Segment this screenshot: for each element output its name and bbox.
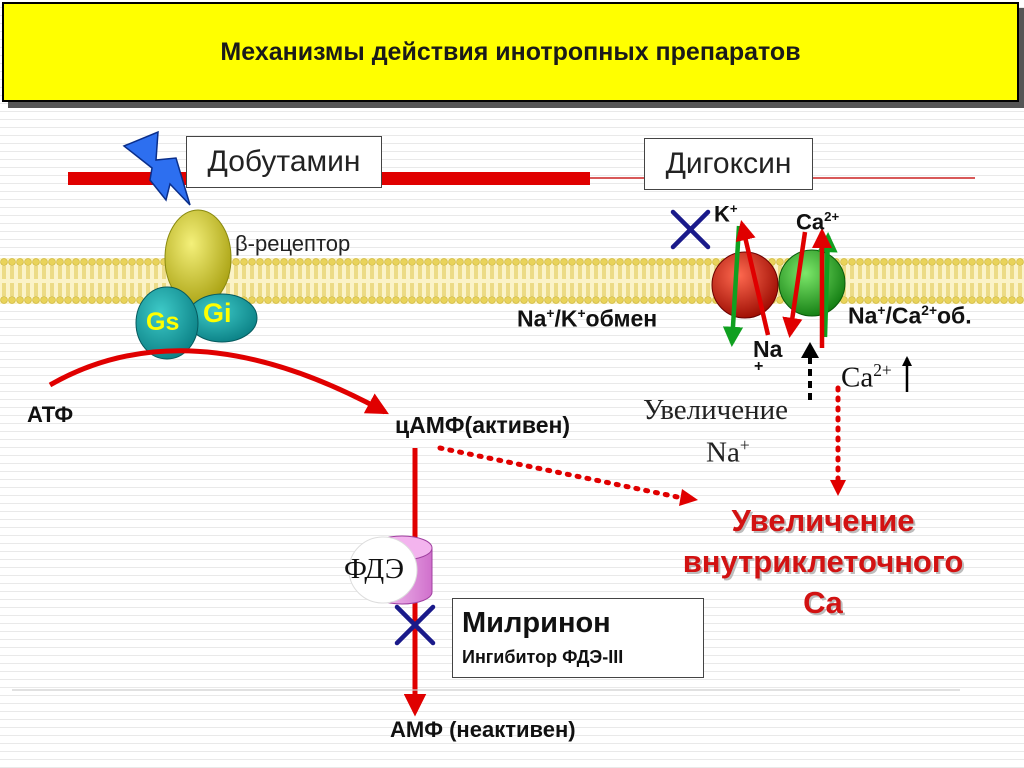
atp-label: АТФ (27, 402, 74, 427)
result-line-2: внутриклеточного (682, 544, 964, 579)
digoxin-block-icon (670, 209, 711, 250)
na-increase-arrowhead (801, 342, 819, 358)
milrinone-description: Ингибитор ФДЭ-III (462, 647, 624, 667)
result-text: Увеличение внутриклеточного Ca (640, 500, 1006, 623)
na-ca-exchanger-shape (778, 249, 846, 317)
page-title: Механизмы действия инотропных препаратов (220, 37, 801, 66)
gs-protein-shape (135, 286, 199, 360)
beta-receptor-label: β-рецептор (235, 231, 351, 256)
na-k-exchange-label: Na+/K+обмен (517, 305, 658, 332)
na-increase-ion: Na+ (706, 435, 750, 469)
pde-label: ФДЭ (344, 553, 405, 585)
result-line-1: Увеличение (731, 503, 915, 538)
milrinone-box: Милринон Ингибитор ФДЭ-III (452, 598, 704, 678)
digoxin-box: Дигоксин (644, 138, 813, 190)
k-influx-arrow (722, 225, 744, 348)
ca-efflux-arrow (782, 231, 808, 339)
lightning-bolt-icon (122, 130, 191, 206)
digoxin-label: Дигоксин (665, 147, 792, 180)
milrinone-label: Милринон (462, 607, 611, 639)
na-increase-label: Увеличение (643, 394, 789, 426)
ca-increase-label: Ca2+ (841, 360, 892, 394)
amp-label: АМФ (неактивен) (390, 717, 576, 742)
na-ca-exchange-label: Na+/Ca2+об. (848, 302, 972, 329)
ca-to-result-arrowhead (830, 480, 846, 496)
camp-to-result-arrowhead (679, 489, 698, 506)
title-banner: Механизмы действия инотропных препаратов (2, 2, 1019, 102)
gs-label: Gs (146, 308, 180, 336)
na-k-pump-shape (711, 251, 779, 319)
na-ion-label: Na (753, 336, 783, 362)
pde-label-backdrop (348, 536, 418, 604)
atp-to-camp-arrow (48, 348, 389, 415)
gi-label: Gi (203, 298, 232, 328)
na-efflux-arrow (735, 220, 771, 336)
k-ion-label: K+ (714, 201, 738, 227)
result-line-3: Ca (803, 585, 843, 620)
camp-label: цАМФ(активен) (395, 412, 571, 438)
na-influx-arrow (817, 231, 838, 338)
camp-to-result-dotted-arrow (437, 445, 695, 503)
ca-ion-label: Ca2+ (796, 209, 840, 235)
dobutamine-box: Добутамин (186, 136, 382, 188)
dobutamine-label: Добутамин (207, 145, 361, 178)
milrinone-block-icon (394, 604, 436, 646)
na-ion-charge: + (754, 358, 764, 375)
